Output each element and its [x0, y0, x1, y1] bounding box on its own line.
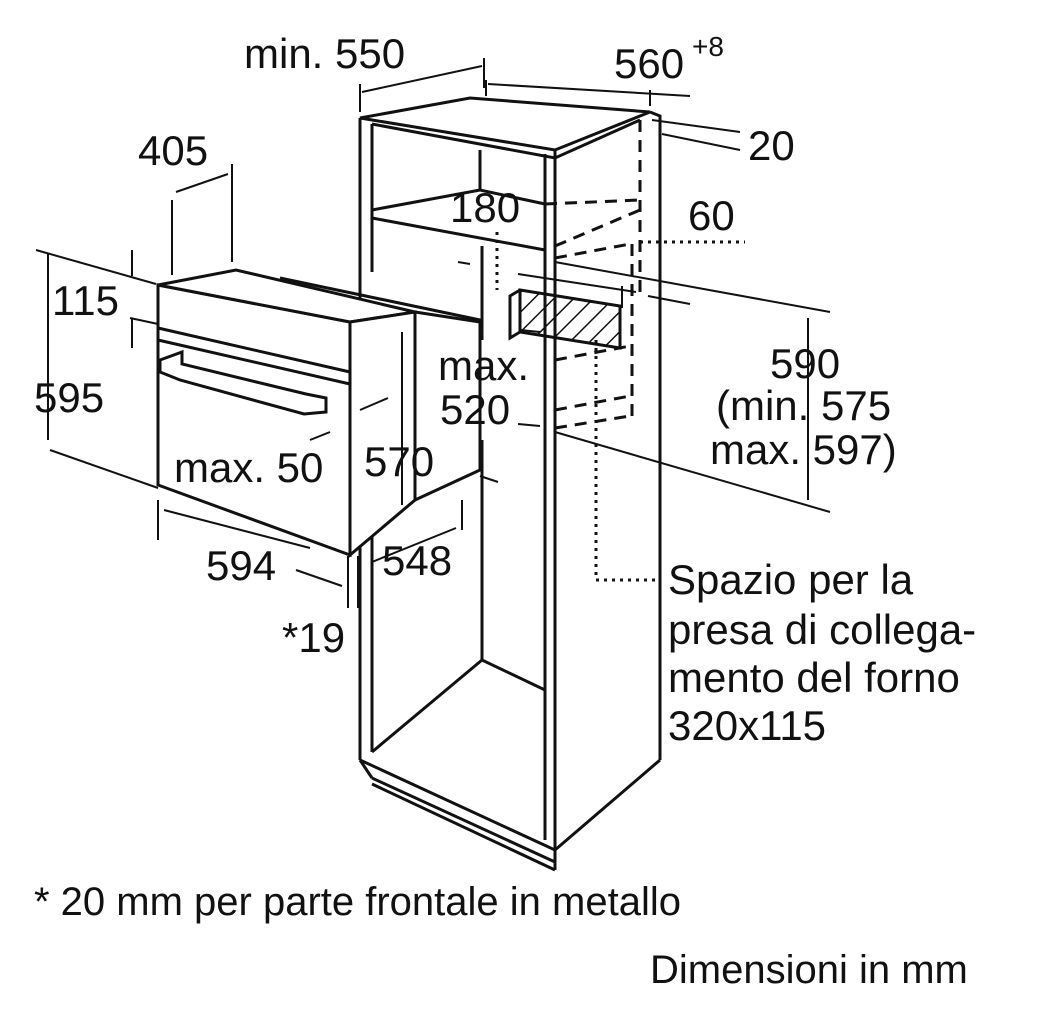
label-min-550: min. 550 [244, 30, 405, 77]
label-594: 594 [206, 542, 276, 589]
socket-note-line-2: presa di collega- [668, 606, 976, 653]
cabinet [358, 96, 662, 872]
label-590-max: max. 597) [710, 426, 897, 473]
oven [156, 268, 482, 559]
socket-space [495, 232, 745, 582]
label-548: 548 [382, 537, 452, 584]
units-note: Dimensioni in mm [650, 948, 968, 992]
label-590: 590 [770, 340, 840, 387]
socket-note-line-1: Spazio per la [668, 556, 914, 603]
socket-note-line-3: mento del forno [668, 654, 960, 701]
label-405: 405 [138, 127, 208, 174]
label-590-min: (min. 575 [716, 382, 891, 429]
socket-note-line-4: 320x115 [668, 702, 826, 749]
dimension-labels: min. 550 560 +8 20 405 180 60 115 595 59… [34, 30, 897, 661]
label-19: *19 [282, 614, 345, 661]
label-560-tolerance: +8 [692, 31, 724, 62]
dimension-lines [35, 58, 831, 608]
label-max-520-top: max. [438, 342, 529, 389]
socket-note: Spazio per la presa di collega- mento de… [668, 556, 976, 749]
label-115: 115 [52, 277, 119, 324]
label-180: 180 [450, 184, 520, 231]
label-20: 20 [748, 122, 795, 169]
label-60: 60 [688, 192, 735, 239]
label-570: 570 [364, 438, 434, 485]
label-595: 595 [34, 374, 104, 421]
label-560: 560 [614, 40, 684, 87]
label-max-520-value: 520 [440, 386, 510, 433]
footnote: * 20 mm per parte frontale in metallo [34, 880, 681, 924]
label-max-50: max. 50 [174, 444, 323, 491]
